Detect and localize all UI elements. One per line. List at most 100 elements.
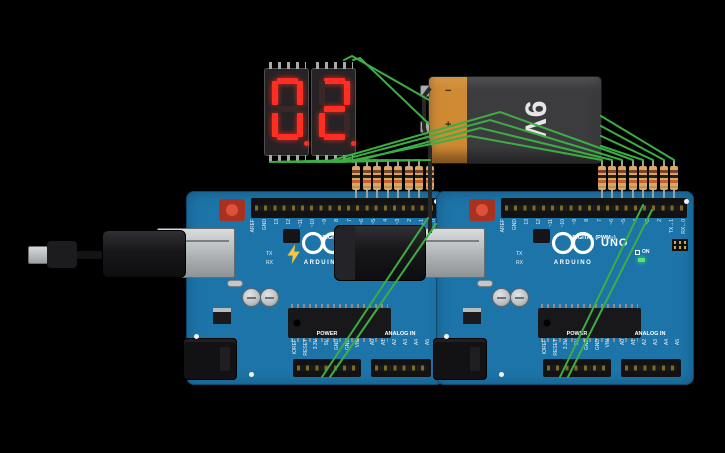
pin-label: ~5 <box>620 219 627 225</box>
pin-label: A1 <box>381 339 387 346</box>
pin-label: VIN <box>355 339 361 348</box>
power-header[interactable] <box>543 359 611 377</box>
reset-button[interactable] <box>469 199 495 221</box>
pin-label: ~9 <box>572 219 579 225</box>
pin-label: GND <box>334 339 340 351</box>
battery-terminal-negative[interactable] <box>420 85 430 97</box>
usb-plug-grip <box>335 226 355 280</box>
mounting-hole <box>684 199 689 204</box>
pin-label: RESET <box>302 339 309 356</box>
pin-label: GND <box>512 219 519 231</box>
pin-label: ~11 <box>548 219 555 228</box>
seven-segment-digit-2[interactable] <box>311 62 356 162</box>
pin-label: 13 <box>524 219 531 225</box>
pin-label: ~9 <box>322 219 329 225</box>
pin-label: ~11 <box>298 219 305 228</box>
pin-label: A0 <box>370 339 376 346</box>
pin-label: IOREF <box>542 339 548 355</box>
capacitor <box>260 288 279 307</box>
resistor[interactable] <box>373 160 381 198</box>
usb-plug-left[interactable] <box>102 230 186 278</box>
resistor[interactable] <box>649 160 657 198</box>
resistor[interactable] <box>415 160 423 198</box>
resistor[interactable] <box>363 160 371 198</box>
mounting-hole <box>194 334 199 339</box>
wire[interactable] <box>352 56 430 125</box>
digital-header[interactable] <box>501 198 687 218</box>
pin-label: 3.3V <box>563 339 569 350</box>
wire[interactable] <box>600 125 665 161</box>
resistor[interactable] <box>598 160 606 198</box>
pin-label: 13 <box>274 219 281 225</box>
pin-label: GND <box>344 339 351 351</box>
capacitor <box>242 288 261 307</box>
resistor[interactable] <box>405 160 413 198</box>
rx-label: RX <box>516 259 523 266</box>
battery-plus-sign: + <box>445 119 452 131</box>
pin-label: 4 <box>382 219 389 222</box>
resistor[interactable] <box>608 160 616 198</box>
icsp-header[interactable] <box>672 239 688 251</box>
power-jack[interactable] <box>183 338 237 380</box>
resistor[interactable] <box>352 160 360 198</box>
pin-label: 7 <box>596 219 603 222</box>
resistor[interactable] <box>618 160 626 198</box>
power-jack[interactable] <box>433 338 487 380</box>
pin-label: IOREF <box>292 339 298 355</box>
wire[interactable] <box>600 135 654 161</box>
pin-label: 12 <box>286 219 293 225</box>
wire[interactable] <box>600 145 644 161</box>
battery-9v[interactable]: − + 9V <box>420 76 602 164</box>
analog-header[interactable] <box>371 359 431 377</box>
pin-label: RESET <box>552 339 559 356</box>
pin-label: ~10 <box>560 219 567 228</box>
pin-label: A4 <box>664 339 670 346</box>
tx-label: TX <box>266 251 273 257</box>
txrx-labels: TX RX <box>516 250 523 267</box>
reset-button[interactable] <box>219 199 245 221</box>
analog-header[interactable] <box>621 359 681 377</box>
pin-label: ~6 <box>358 219 365 225</box>
resistor[interactable] <box>660 160 668 198</box>
battery-voltage-label: 9V <box>517 100 551 140</box>
power-section-label: POWER <box>566 331 588 337</box>
pin-label: ~10 <box>310 219 317 228</box>
crystal-oscillator <box>227 280 243 287</box>
pin-label: VIN <box>605 339 611 348</box>
seven-segment-digit-1[interactable] <box>264 62 309 162</box>
usb-cable-cord <box>75 251 105 259</box>
pin-label: 3.3V <box>313 339 319 350</box>
resistor[interactable] <box>670 160 678 198</box>
wire[interactable] <box>600 115 675 161</box>
resistor[interactable] <box>384 160 392 198</box>
pin-label: GND <box>594 339 601 351</box>
mounting-hole <box>499 372 504 377</box>
power-square-icon <box>635 249 640 255</box>
pin-label: A4 <box>414 339 420 346</box>
arduino-logo-icon <box>551 231 595 255</box>
brand-label: ARDUINO <box>553 260 593 266</box>
pin-label: A5 <box>425 339 431 346</box>
resistor[interactable] <box>394 160 402 198</box>
on-led <box>638 258 645 262</box>
resistor[interactable] <box>629 160 637 198</box>
digital-header[interactable] <box>251 198 437 218</box>
resistor[interactable] <box>426 160 434 198</box>
pin-label: 8 <box>334 219 341 222</box>
pin-label: ~5 <box>370 219 377 225</box>
battery-terminal-positive[interactable] <box>420 121 430 133</box>
usb-interface-chip <box>283 229 300 243</box>
tx-label: TX <box>516 251 523 257</box>
power-header[interactable] <box>293 359 361 377</box>
mounting-hole <box>444 334 449 339</box>
resistor[interactable] <box>639 160 647 198</box>
wire[interactable] <box>343 54 430 101</box>
pin-label: 4 <box>632 219 639 222</box>
usb-plug-right[interactable] <box>334 225 426 281</box>
usb-cable-connector[interactable] <box>47 241 77 268</box>
usb-cable-tip[interactable] <box>28 246 48 264</box>
